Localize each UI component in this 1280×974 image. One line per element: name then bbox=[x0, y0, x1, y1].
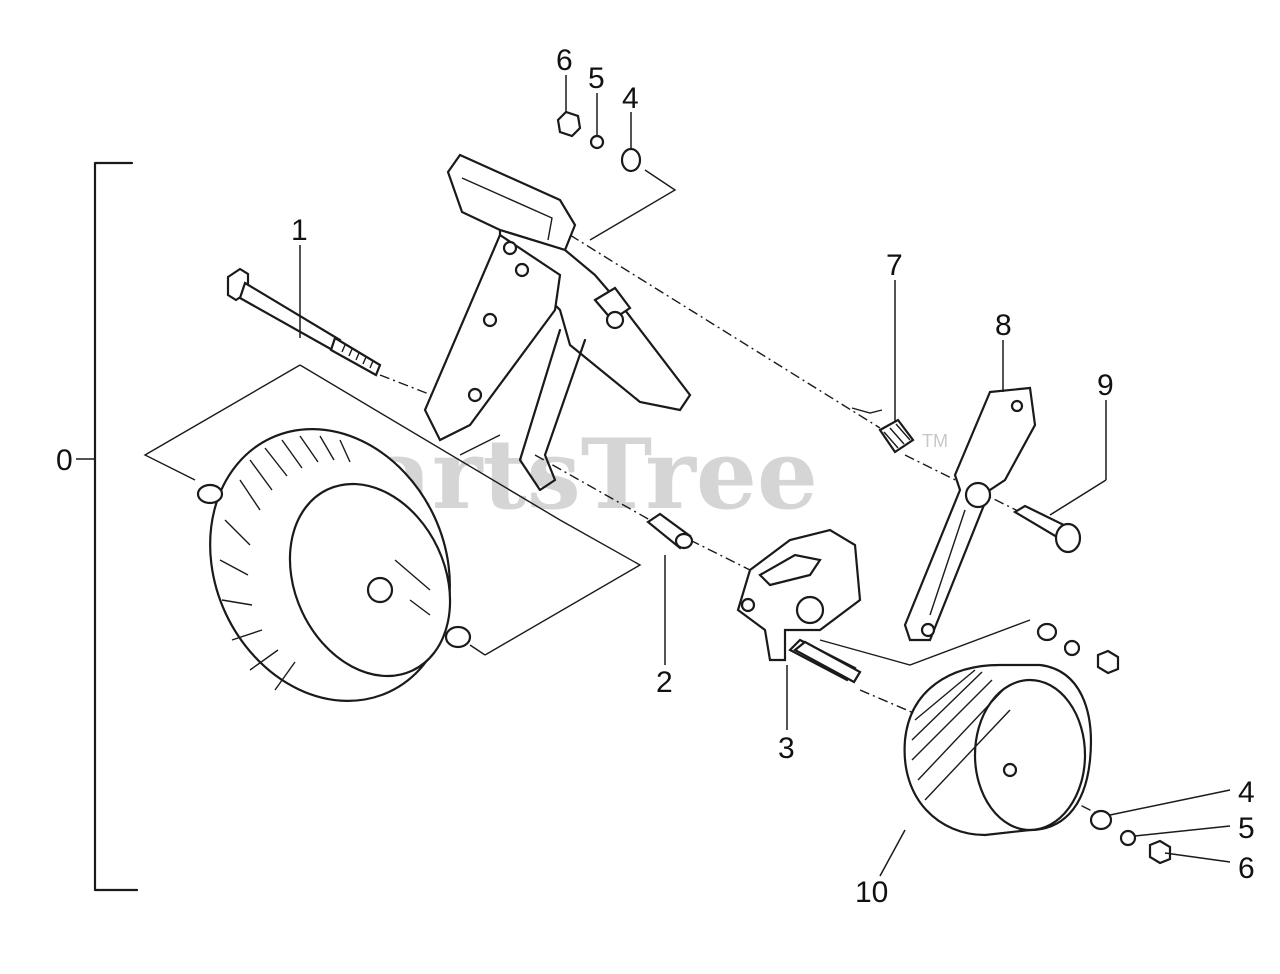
large-wheel bbox=[209, 428, 452, 702]
callout-wheel-small: 10 bbox=[855, 876, 888, 909]
callout-pin: 9 bbox=[1097, 369, 1114, 402]
arm-part bbox=[903, 386, 1037, 642]
callout-bolt: 1 bbox=[291, 214, 308, 247]
callout-bracket-plate: 3 bbox=[778, 732, 795, 765]
callout-lockwasher-top: 5 bbox=[588, 62, 605, 95]
callout-labels: 0 1 6 5 4 7 8 9 2 3 10 4 5 6 bbox=[56, 44, 1255, 909]
assembly-bracket bbox=[76, 161, 139, 892]
callout-spring: 7 bbox=[886, 249, 903, 282]
mounting-bracket bbox=[423, 153, 692, 492]
top-hardware bbox=[556, 110, 642, 173]
callout-nut-top: 6 bbox=[556, 44, 573, 77]
callout-lockwasher-right: 5 bbox=[1238, 812, 1255, 845]
callout-nut-right: 6 bbox=[1238, 852, 1255, 885]
small-wheel bbox=[903, 663, 1092, 837]
callout-washer-top: 4 bbox=[622, 82, 639, 115]
spring-part bbox=[851, 407, 915, 454]
spacer-part bbox=[646, 512, 694, 550]
phantom-lines bbox=[143, 169, 1031, 666]
callout-arm: 8 bbox=[995, 309, 1012, 342]
bolt-part bbox=[226, 267, 382, 377]
callout-assembly: 0 bbox=[56, 444, 73, 477]
pin-part bbox=[1012, 504, 1082, 554]
right-hardware-mid bbox=[1036, 622, 1120, 675]
wheel-spacers bbox=[196, 483, 472, 649]
watermark-tm: TM bbox=[922, 431, 948, 451]
leader-lines bbox=[299, 75, 1231, 877]
bracket-plate bbox=[736, 528, 862, 682]
small-wheel-shaft bbox=[793, 640, 862, 684]
callout-washer-right: 4 bbox=[1238, 776, 1255, 809]
callout-spacer: 2 bbox=[656, 666, 673, 699]
right-hardware-low bbox=[1089, 809, 1172, 865]
